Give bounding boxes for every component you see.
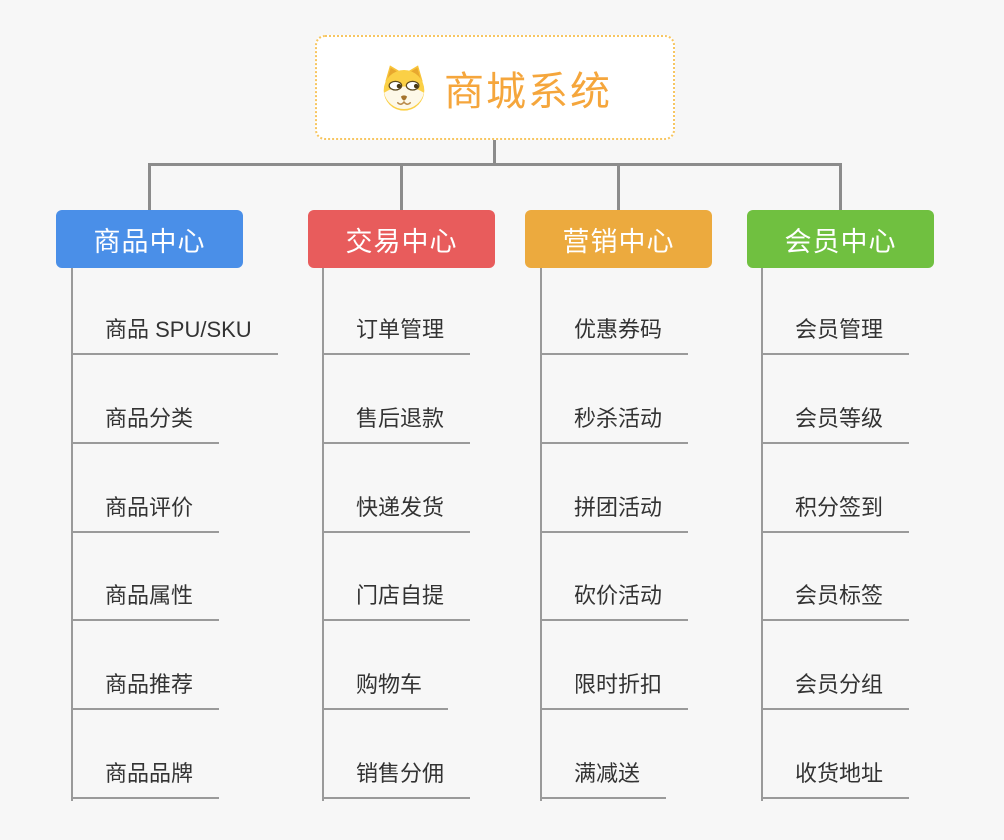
branch-label: 营销中心 <box>562 226 675 257</box>
child-node[interactable]: 拼团活动 <box>540 493 689 533</box>
child-node[interactable]: 积分签到 <box>761 493 910 533</box>
branch-drop-connector <box>617 166 620 210</box>
child-node[interactable]: 砍价活动 <box>540 581 689 621</box>
root-stem-connector <box>493 140 496 164</box>
child-node[interactable]: 商品推荐 <box>71 670 220 710</box>
branch-node-member[interactable]: 会员中心 <box>747 210 934 268</box>
child-node[interactable]: 商品评价 <box>71 493 220 533</box>
child-node[interactable]: 商品品牌 <box>71 759 220 799</box>
branch-label: 会员中心 <box>784 226 897 257</box>
child-node[interactable]: 购物车 <box>322 670 449 710</box>
child-node[interactable]: 商品分类 <box>71 404 220 444</box>
branch-node-marketing[interactable]: 营销中心 <box>525 210 712 268</box>
child-node[interactable]: 限时折扣 <box>540 670 689 710</box>
child-node[interactable]: 会员标签 <box>761 581 910 621</box>
root-node[interactable]: 商城系统 <box>315 35 675 140</box>
child-node[interactable]: 商品属性 <box>71 581 220 621</box>
branch-drop-connector <box>839 166 842 210</box>
child-node[interactable]: 订单管理 <box>322 315 471 355</box>
branch-drop-connector <box>148 166 151 210</box>
child-node[interactable]: 会员分组 <box>761 670 910 710</box>
child-node[interactable]: 收货地址 <box>761 759 910 799</box>
child-node[interactable]: 秒杀活动 <box>540 404 689 444</box>
child-node[interactable]: 会员管理 <box>761 315 910 355</box>
child-node[interactable]: 快递发货 <box>322 493 471 533</box>
branch-node-product[interactable]: 商品中心 <box>56 210 243 268</box>
child-node[interactable]: 会员等级 <box>761 404 910 444</box>
child-column-line <box>322 268 324 801</box>
child-column-line <box>540 268 542 801</box>
root-title: 商城系统 <box>444 69 612 114</box>
child-node[interactable]: 优惠券码 <box>540 315 689 355</box>
branch-drop-connector <box>400 166 403 210</box>
shiba-dog-icon <box>383 64 425 111</box>
branch-node-trade[interactable]: 交易中心 <box>308 210 495 268</box>
branch-label: 商品中心 <box>93 226 206 257</box>
child-column-line <box>71 268 73 801</box>
child-node[interactable]: 销售分佣 <box>322 759 471 799</box>
child-node[interactable]: 门店自提 <box>322 581 471 621</box>
branch-bus-connector <box>148 163 842 166</box>
child-node[interactable]: 满减送 <box>540 759 667 799</box>
child-node[interactable]: 售后退款 <box>322 404 471 444</box>
child-column-line <box>761 268 763 801</box>
branch-label: 交易中心 <box>345 226 458 257</box>
child-node[interactable]: 商品 SPU/SKU <box>71 315 278 355</box>
